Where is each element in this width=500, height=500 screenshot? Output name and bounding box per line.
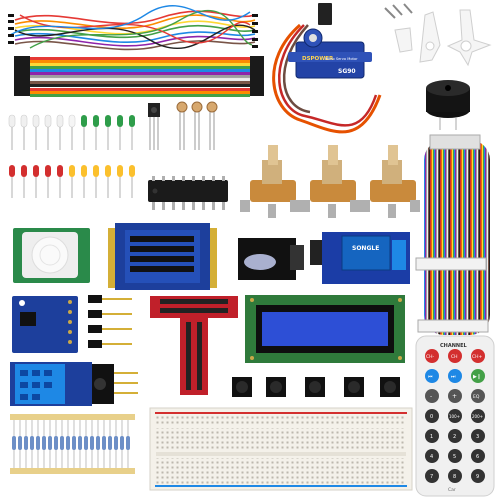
active-buzzer — [426, 80, 470, 130]
remote-button-ch-plus[interactable] — [471, 349, 485, 363]
remote-button-8[interactable] — [448, 469, 462, 483]
gpio-ribbon-cable — [415, 134, 490, 335]
remote-label-ch: CH — [451, 354, 458, 360]
remote-label-next: ⏭ — [451, 374, 456, 380]
remote-label-vol-up: + — [452, 393, 457, 400]
remote-label-4: 4 — [430, 454, 433, 460]
remote-button-6[interactable] — [471, 449, 485, 463]
remote-button-100plus[interactable] — [448, 409, 462, 423]
shift-register-ic — [148, 176, 228, 210]
lcd-1602-module — [245, 295, 405, 363]
remote-button-1[interactable] — [425, 429, 439, 443]
remote-button-play[interactable] — [471, 369, 485, 383]
remote-button-9[interactable] — [471, 469, 485, 483]
remote-label-9: 9 — [476, 474, 479, 480]
remote-button-ch-minus[interactable] — [425, 349, 439, 363]
remote-label-5: 5 — [453, 454, 456, 460]
remote-button-0[interactable] — [425, 409, 439, 423]
remote-button-200plus[interactable] — [471, 409, 485, 423]
remote-button-7[interactable] — [425, 469, 439, 483]
remote-button-vol-down[interactable] — [425, 389, 439, 403]
remote-label-200plus: 200+ — [472, 414, 483, 419]
remote-label-3: 3 — [476, 434, 479, 440]
servo-horns — [394, 9, 492, 67]
photoresistors — [176, 101, 218, 150]
pin-headers — [88, 295, 132, 348]
solderless-breadboard — [149, 407, 413, 491]
gpio-t-cobbler — [150, 296, 238, 395]
relay-module: SONGLE — [310, 232, 410, 284]
remote-label-play: ▶❙ — [473, 374, 481, 380]
remote-button-ch[interactable] — [448, 349, 462, 363]
remote-label-ch-minus: CH- — [426, 354, 435, 360]
remote-button-2[interactable] — [448, 429, 462, 443]
servo-screws — [384, 3, 413, 19]
remote-label-8: 8 — [453, 474, 456, 480]
remote-label-0: 0 — [430, 414, 433, 420]
remote-label-6: 6 — [476, 454, 479, 460]
resistor-strip — [10, 414, 135, 474]
ir-receiver — [148, 103, 160, 150]
remote-label-2: 2 — [453, 434, 456, 440]
remote-label-ch-plus: CH+ — [472, 354, 483, 360]
remote-footer-label: Car — [448, 487, 456, 493]
tactile-push-buttons — [232, 377, 400, 397]
remote-button-4[interactable] — [425, 449, 439, 463]
remote-button-5[interactable] — [448, 449, 462, 463]
remote-button-eq[interactable] — [471, 389, 485, 403]
remote-button-vol-up[interactable] — [448, 389, 462, 403]
remote-label-100plus: 100+ — [449, 414, 460, 419]
led-row-colored — [9, 165, 135, 198]
potentiometer-1 — [240, 145, 300, 218]
servo-subtitle-label: Micro Servo Motor — [325, 57, 358, 61]
relay-brand-label: SONGLE — [352, 245, 379, 252]
remote-label-7: 7 — [430, 474, 433, 480]
remote-button-prev[interactable] — [425, 369, 439, 383]
jumper-wires-male-male — [8, 5, 258, 51]
logic-level-converter — [108, 223, 217, 290]
led-row-clear — [8, 114, 135, 150]
remote-label-vol-down: - — [430, 393, 432, 400]
servo-model-label: SG90 — [338, 68, 356, 75]
jumper-wires-ribbon — [14, 56, 264, 97]
servo-brand-label: DSPOWER — [302, 56, 334, 62]
micro-servo-motor: DSPOWER Micro Servo Motor SG90 — [272, 3, 382, 134]
remote-button-3[interactable] — [471, 429, 485, 443]
ir-remote-control: CHANNEL CH- CH CH+ ⏮ ⏭ ▶❙ - + EQ 0 100+ … — [415, 335, 495, 497]
remote-button-next[interactable] — [448, 369, 462, 383]
remote-label-1: 1 — [430, 434, 433, 440]
accelerometer-module — [12, 296, 78, 353]
remote-label-eq: EQ — [473, 394, 480, 400]
remote-label-prev: ⏮ — [428, 374, 433, 380]
potentiometer-2 — [300, 145, 360, 218]
dht11-sensor — [10, 362, 138, 406]
remote-header-label: CHANNEL — [440, 343, 468, 349]
pir-motion-sensor — [13, 228, 90, 283]
potentiometer-3 — [360, 145, 420, 218]
tilt-sensor-module — [238, 238, 304, 280]
